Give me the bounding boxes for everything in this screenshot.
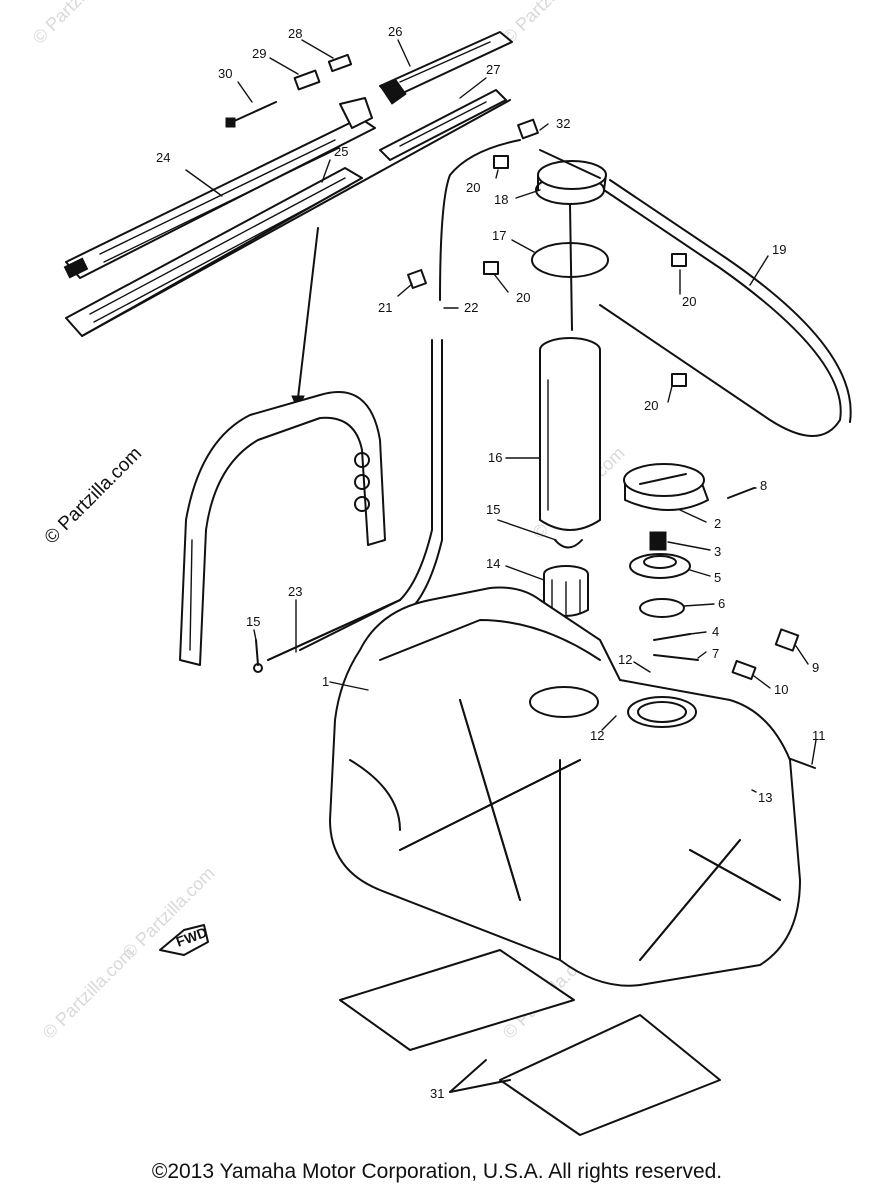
callout-30: 30 (218, 66, 232, 81)
callout-19: 19 (772, 242, 786, 257)
clamp-20a (493, 155, 509, 169)
protector-23 (267, 599, 401, 661)
clamp-20d (671, 373, 687, 387)
watermark-faint: © Partzilla.com (39, 943, 139, 1043)
callout-11: 11 (812, 728, 826, 743)
callout-20: 20 (682, 294, 696, 309)
pin-4 (653, 633, 691, 641)
watermark-faint: © Partzilla.com (499, 0, 599, 48)
bolt-30 (225, 101, 277, 128)
strainer-14 (543, 565, 589, 619)
pin-7 (653, 654, 699, 661)
clamp-21 (407, 269, 427, 289)
callout-17: 17 (492, 228, 506, 243)
callout-3: 3 (714, 544, 721, 559)
strap-24 (63, 97, 376, 279)
breather-hose-22c (409, 339, 443, 611)
clamp-20c (671, 253, 687, 267)
pin-28 (327, 53, 353, 73)
cap-18 (535, 149, 607, 205)
callout-labels: 1 2 3 4 5 6 7 8 9 10 11 12 12 13 14 15 1… (156, 24, 826, 1101)
callout-25: 25 (334, 144, 348, 159)
fuel-tank-1 (329, 586, 801, 987)
callout-14: 14 (486, 556, 500, 571)
pad-pointer (449, 1079, 511, 1093)
strap-25 (65, 99, 511, 337)
clip-15-right (554, 539, 583, 549)
callout-2: 2 (714, 516, 721, 531)
callout-15: 15 (486, 502, 500, 517)
callout-22: 22 (464, 300, 478, 315)
callout-13: 13 (758, 790, 772, 805)
fuel-cap-2 (623, 463, 709, 511)
pad-31b (499, 1014, 721, 1136)
callout-1: 1 (322, 674, 329, 689)
callout-18: 18 (494, 192, 508, 207)
callout-7: 7 (712, 646, 719, 661)
pad-pointer (449, 1059, 487, 1093)
breather-hose-22b (299, 339, 433, 651)
callout-5: 5 (714, 570, 721, 585)
clamp-32 (517, 118, 539, 140)
callout-27: 27 (486, 62, 500, 77)
watermark-faint: © Partzilla.com (29, 0, 129, 48)
callout-24: 24 (156, 150, 170, 165)
callout-12: 12 (590, 728, 604, 743)
callout-20: 20 (466, 180, 480, 195)
o-ring-17 (531, 242, 609, 278)
callout-6: 6 (718, 596, 725, 611)
spring-3 (649, 531, 667, 551)
callout-15: 15 (246, 614, 260, 629)
hose-19 (599, 189, 842, 437)
strap-27 (379, 89, 507, 161)
screw-8 (727, 487, 755, 499)
callout-26: 26 (388, 24, 402, 39)
callout-12: 12 (618, 652, 632, 667)
pickup-tube (569, 203, 573, 331)
strap-26 (379, 31, 513, 105)
callout-10: 10 (774, 682, 788, 697)
callout-16: 16 (488, 450, 502, 465)
breather-hose-22 (439, 139, 521, 301)
clip-15-left (253, 639, 263, 673)
tank-bracket (179, 391, 386, 666)
callout-23: 23 (288, 584, 302, 599)
collar-29 (293, 69, 321, 91)
callout-20: 20 (516, 290, 530, 305)
clamp-9 (774, 628, 800, 652)
clamp-20b (483, 261, 499, 275)
pad-31a (339, 949, 575, 1051)
callout-29: 29 (252, 46, 266, 61)
callout-21: 21 (378, 300, 392, 315)
fwd-arrow-icon: FWD (159, 924, 209, 956)
leader-lines (185, 39, 817, 793)
watermark-main: © Partzilla.com (41, 443, 146, 548)
bracket-10 (731, 659, 757, 681)
bracket-pointer-line (297, 227, 319, 399)
hose-19-inner (609, 179, 852, 423)
copyright-notice: ©2013 Yamaha Motor Corporation, U.S.A. A… (151, 1160, 723, 1183)
gasket-6 (639, 598, 685, 618)
plate-5 (629, 553, 691, 579)
callout-8: 8 (760, 478, 767, 493)
callout-28: 28 (288, 26, 302, 41)
callout-9: 9 (812, 660, 819, 675)
callout-20: 20 (644, 398, 658, 413)
callout-32: 32 (556, 116, 570, 131)
callout-4: 4 (712, 624, 719, 639)
callout-31: 31 (430, 1086, 444, 1101)
filter-16 (539, 337, 601, 531)
